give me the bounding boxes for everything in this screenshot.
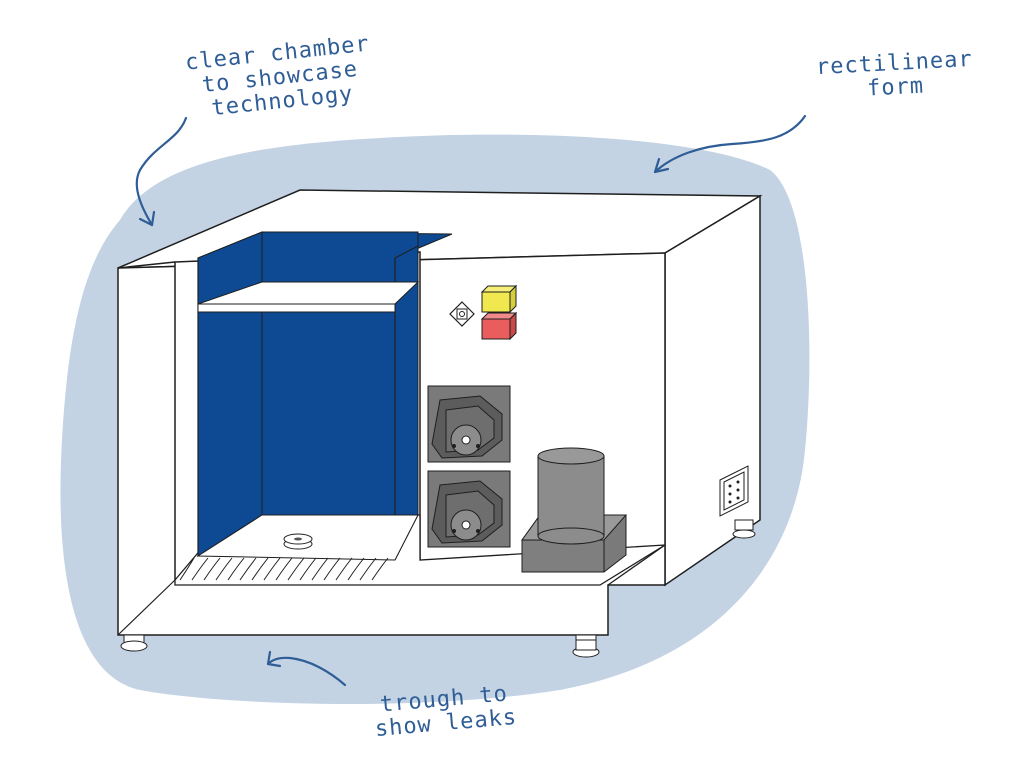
clear-chamber-left-wall	[197, 231, 263, 557]
sample-puck-hole	[294, 537, 302, 541]
annotation-arrows	[135, 114, 807, 687]
floor-edge	[607, 544, 666, 586]
diamond-icon[interactable]	[449, 301, 475, 327]
pump-lower	[427, 470, 511, 548]
machine-feet	[120, 519, 756, 658]
cavity-edge	[117, 261, 176, 269]
cavity-edge	[117, 579, 176, 636]
motor-unit	[521, 447, 628, 573]
pump-upper	[427, 385, 511, 463]
arrow-form	[653, 114, 807, 174]
chamber-shelf-edge	[197, 303, 396, 313]
red-button[interactable]	[480, 311, 518, 341]
yellow-button[interactable]	[480, 284, 518, 314]
trough-grooves	[179, 557, 389, 581]
side-vent-panel	[719, 465, 749, 517]
arrow-chamber	[135, 116, 188, 227]
annotation-rectilinear-form: rectilinear form	[815, 46, 974, 102]
arrow-trough	[266, 656, 347, 687]
